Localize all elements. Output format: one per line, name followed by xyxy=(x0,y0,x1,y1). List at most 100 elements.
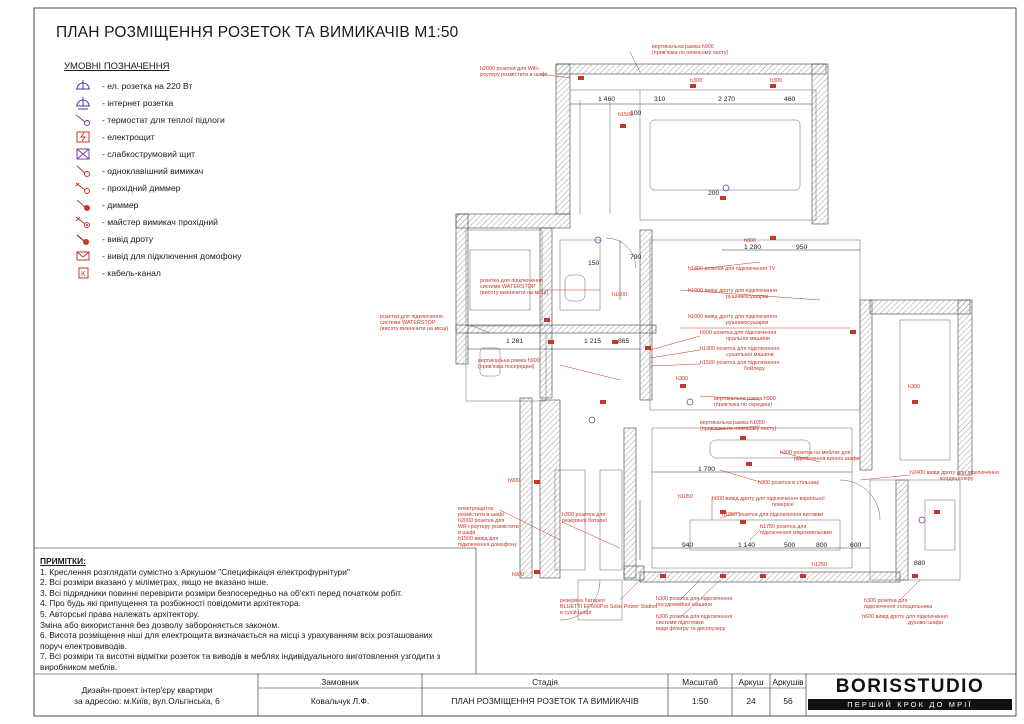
plan-height-mark: h900 xyxy=(512,572,524,578)
plan-annotation: вертикальна рамка h900(прив'язка по нижн… xyxy=(652,44,729,56)
plan-annotation: вертикальна рамка h900(прив'язка по сере… xyxy=(714,396,776,408)
plan-height-mark: h300 xyxy=(690,78,702,84)
plan-dimension: 1 460 xyxy=(598,96,616,103)
dimmer-icon xyxy=(70,198,96,212)
plan-dimension: 310 xyxy=(654,96,666,103)
legend-item: - ел. розетка на 220 Вт xyxy=(70,79,192,93)
plan-dimension: 200 xyxy=(708,190,720,197)
internet-socket-icon xyxy=(70,96,96,110)
studio-logo: BORISSTUDIO ПЕРШИЙ КРОК ДО МРІЇ xyxy=(808,676,1012,710)
legend-item: - прохідний диммер xyxy=(70,181,181,195)
legend-item: K - кабель-канал xyxy=(70,266,161,280)
plan-dimension: 500 xyxy=(784,542,796,549)
plan-dimension: 600 xyxy=(850,542,862,549)
legend-item: - інтернет розетка xyxy=(70,96,173,110)
plan-height-mark: h1000 xyxy=(612,292,627,298)
plan-height-mark: h1050 xyxy=(678,494,693,500)
legend-item: - вивід для підключення домофону xyxy=(70,249,241,263)
socket-icon xyxy=(70,79,96,93)
logo-tagline: ПЕРШИЙ КРОК ДО МРІЇ xyxy=(808,699,1012,710)
legend-item: - одноклавішний вимикач xyxy=(70,164,203,178)
plan-dimension: 940 xyxy=(682,542,694,549)
thermostat-icon xyxy=(70,113,96,127)
sheet-title: ПЛАН РОЗМІЩЕННЯ РОЗЕТОК ТА ВИМИКАЧІВ М1:… xyxy=(56,24,459,41)
project-line-2: за адресою: м.Київ, вул.Ольгінська, 6 xyxy=(74,696,220,706)
notes-block: ПРИМІТКИ: 1. Креслення розглядати суміст… xyxy=(40,556,472,673)
plan-height-mark: h1500 xyxy=(618,112,633,118)
stage-label: Стадія xyxy=(532,677,558,687)
plan-height-mark: h300 xyxy=(676,376,688,382)
low-voltage-panel-icon xyxy=(70,147,96,161)
plan-height-mark: h800 xyxy=(744,238,756,244)
legend-item: - диммер xyxy=(70,198,138,212)
logo-name: BORISSTUDIO xyxy=(835,676,985,697)
scale-value: 1:50 xyxy=(691,696,709,706)
plan-annotation: h1850 розетка для підключення витяжки xyxy=(722,512,823,518)
note-line: 2. Всі розміри вказано у міліметрах, якщ… xyxy=(40,577,269,588)
legend-item: - електрощит xyxy=(70,130,155,144)
sheet-value: 24 xyxy=(746,696,756,706)
legend-item: - вивід дроту xyxy=(70,232,153,246)
legend-title: УМОВНІ ПОЗНАЧЕННЯ xyxy=(64,61,170,72)
client-value: Ковальчук Л.Ф. xyxy=(310,696,370,706)
note-line: поруч електровиводів. xyxy=(40,640,127,651)
plan-height-mark: h900 xyxy=(508,478,520,484)
note-line: 1. Креслення розглядати сумістно з Аркуш… xyxy=(40,566,350,577)
plan-annotation: h1400 розетки для підключення TV xyxy=(688,266,776,272)
plan-annotation: h2000 розетки для WiFi-роутеру розмістит… xyxy=(480,66,547,78)
plan-dimension: 2 270 xyxy=(718,96,736,103)
plan-dimension: 950 xyxy=(796,244,808,251)
plan-dimension: 1 281 xyxy=(506,338,524,345)
note-line: виробником меблів. xyxy=(40,661,118,672)
legend-item: - слабкострумовий щит xyxy=(70,147,195,161)
plan-dimension: 100 xyxy=(630,110,642,117)
plan-dimension: 865 xyxy=(618,338,630,345)
passthrough-dimmer-icon xyxy=(70,181,96,195)
note-line: 7. Всі розміри та висотні відмітки розет… xyxy=(40,651,441,662)
notes-title: ПРИМІТКИ: xyxy=(40,556,86,566)
wire-outlet-icon xyxy=(70,232,96,246)
legend-item: - термостат для теплої підлоги xyxy=(70,113,225,127)
plan-annotation: вертикальна рамка h1050(прив'язка по ниж… xyxy=(700,420,777,432)
plan-dimension: 1 215 xyxy=(584,338,602,345)
stage-value: ПЛАН РОЗМІЩЕННЯ РОЗЕТОК ТА ВИМИКАЧІВ xyxy=(451,696,639,706)
note-line: 3. Всі підрядники повинні перевірити роз… xyxy=(40,587,403,598)
sheets-label: Аркушів xyxy=(772,677,804,687)
sheets-value: 56 xyxy=(783,696,793,706)
plan-dimension: 460 xyxy=(784,96,796,103)
plan-dimension: 150 xyxy=(588,260,600,267)
note-line: Зміна або використання без дозволу забор… xyxy=(40,619,280,630)
plan-height-mark: h300 xyxy=(770,78,782,84)
legend-item: - майстер вимикач прохідний xyxy=(70,215,218,229)
plan-dimension: 1 700 xyxy=(698,466,716,473)
plan-height-mark: h300 xyxy=(908,384,920,390)
plan-annotation: вертикальна рамка h900(прив'язка посеред… xyxy=(478,358,540,370)
plan-height-mark: h1250 xyxy=(812,562,827,568)
plan-dimension: 1 280 xyxy=(744,244,762,251)
note-line: 4. Про будь які припущення та розбіжност… xyxy=(40,598,301,609)
electrical-panel-icon xyxy=(70,130,96,144)
plan-dimension: 790 xyxy=(630,254,642,261)
note-line: 5. Авторські права належать архітектору. xyxy=(40,608,200,619)
plan-annotation: h900 розетка в стільниці xyxy=(758,480,820,486)
intercom-outlet-icon xyxy=(70,249,96,263)
project-line-1: Дизайн-проект інтер'єру квартири xyxy=(81,685,213,695)
scale-label: Масштаб xyxy=(682,677,718,687)
plan-dimension: 800 xyxy=(816,542,828,549)
